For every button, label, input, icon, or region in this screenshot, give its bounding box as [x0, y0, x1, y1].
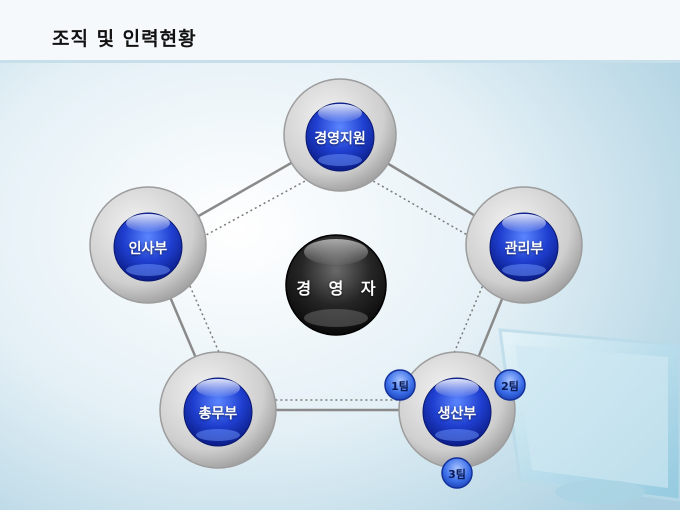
orb-support: [305, 102, 375, 172]
node-label-production: 생산부: [437, 406, 477, 422]
team-badges: [384, 369, 526, 489]
team-badge-3: [441, 457, 473, 489]
orb-hr: [113, 212, 183, 282]
orbs: [113, 102, 559, 447]
orb-management: [489, 212, 559, 282]
orb-center: [285, 234, 387, 336]
team-label-1: 1팀: [391, 380, 409, 393]
team-label-3: 3팀: [448, 468, 466, 481]
node-label-support: 경영지원: [314, 131, 366, 147]
node-label-hr: 인사부: [128, 241, 168, 257]
header-line: [0, 60, 680, 63]
orb-production: [422, 377, 492, 447]
center-label: 경 영 자: [296, 279, 382, 298]
monitor-decoration: [498, 328, 680, 504]
team-badge-1: [384, 369, 416, 401]
team-label-2: 2팀: [501, 380, 519, 393]
node-label-management: 관리부: [504, 241, 544, 257]
page-title: 조직 및 인력현황: [52, 28, 197, 50]
header-band: [0, 0, 680, 62]
node-label-general-affairs: 총무부: [198, 406, 238, 422]
team-badge-2: [494, 369, 526, 401]
orb-general-affairs: [183, 377, 253, 447]
